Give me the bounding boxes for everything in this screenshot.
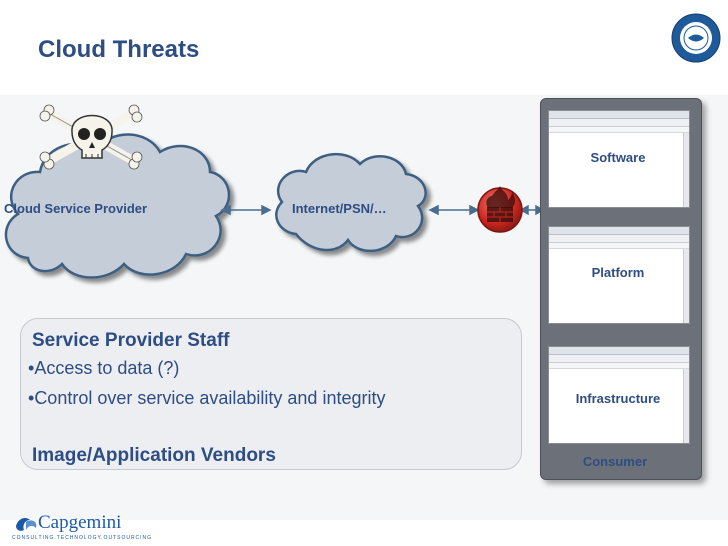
cloud-service-provider-label: Cloud Service Provider	[4, 201, 147, 216]
footer-logo-text: Capgemini	[38, 512, 121, 534]
infrastructure-label: Infrastructure	[548, 391, 688, 406]
platform-label: Platform	[548, 265, 688, 280]
firewall-icon	[478, 186, 522, 232]
text-heading-vendors: Image/Application Vendors	[32, 445, 276, 467]
bullet-item-access: •Access to data (?)	[28, 358, 179, 379]
consumer-label: Consumer	[545, 454, 685, 469]
connector-arrow-right	[430, 206, 478, 214]
software-label: Software	[548, 150, 688, 165]
connector-arrow-left	[222, 206, 270, 214]
internet-label: Internet/PSN/…	[292, 201, 422, 216]
bullet-item-control: •Control over service availability and i…	[28, 388, 385, 409]
footer-tagline: CONSULTING.TECHNOLOGY.OUTSOURCING	[12, 535, 152, 541]
text-heading-staff: Service Provider Staff	[32, 330, 229, 352]
